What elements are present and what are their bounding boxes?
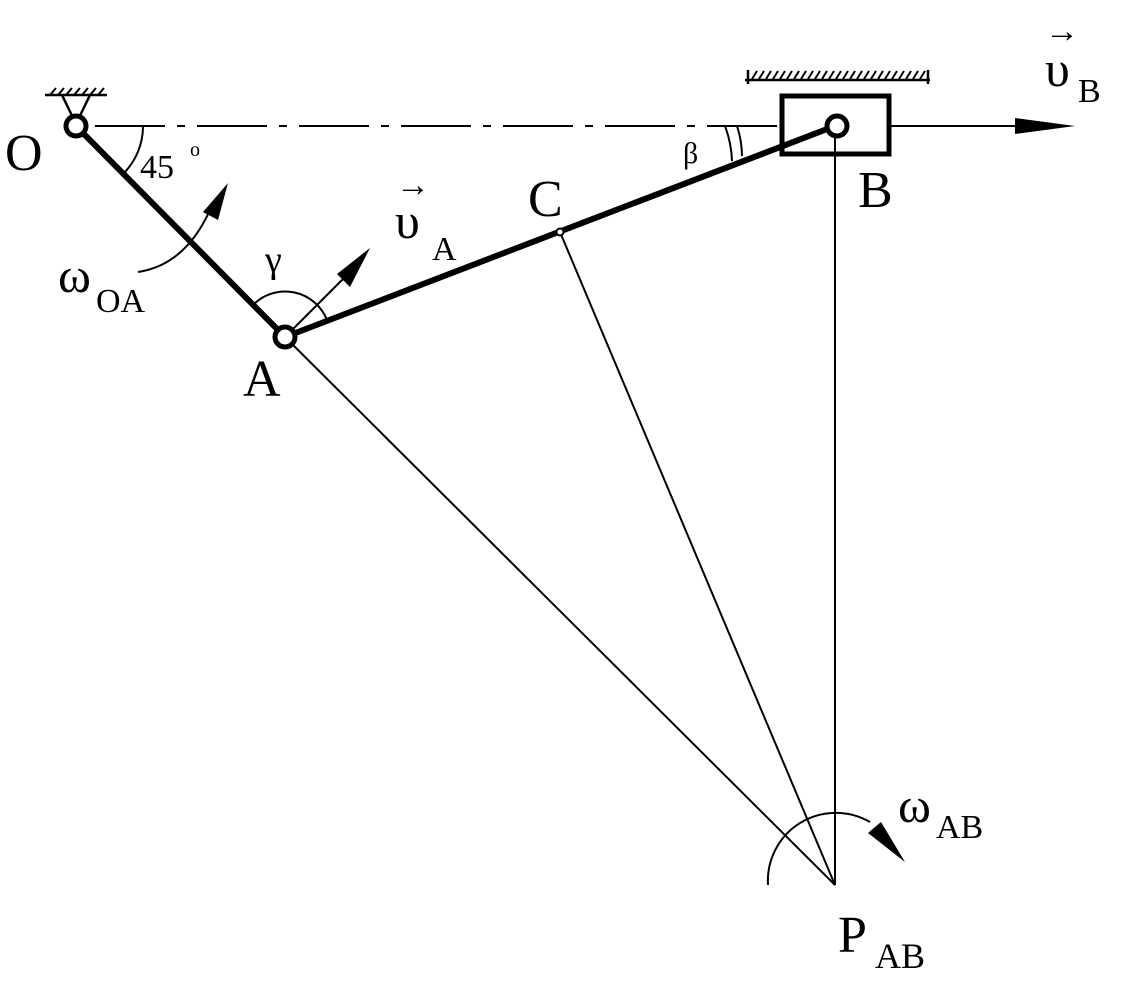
label-C: C (528, 171, 563, 228)
rail-hatch-line (842, 70, 849, 80)
angle-arc-beta-2 (736, 125, 743, 157)
rail-hatch-line (912, 70, 919, 80)
label-omega-oa-sub: OA (96, 283, 146, 320)
label-vB-arrow: → (1045, 13, 1079, 50)
angle-arc-gamma (252, 290, 328, 321)
vB-arrowhead (1015, 118, 1075, 134)
label-A: A (243, 351, 281, 408)
rail-hatch-line (814, 70, 821, 80)
joint-B (824, 113, 850, 139)
label-omega-oa-symbol: ω (58, 247, 91, 303)
joint-A (272, 324, 298, 350)
omega-oa-arrowhead (203, 183, 228, 220)
label-P: P (838, 907, 867, 964)
label-O: O (5, 125, 43, 182)
vA-arrow-shaft (284, 276, 346, 338)
angle-arc-45 (122, 125, 145, 175)
rail-hatch-line (849, 70, 856, 80)
label-omega-ab-sub: AB (936, 809, 983, 846)
rail-hatch-line (793, 70, 800, 80)
label-P-sub: AB (875, 936, 925, 976)
label-vA-symbol: υ (395, 193, 420, 249)
label-beta: β (683, 137, 698, 170)
omega-oa-arc (137, 209, 211, 273)
rail-hatch-line (786, 70, 793, 80)
omega-ab-arrowhead (868, 822, 905, 862)
label-45: 45 (140, 149, 174, 186)
label-B: B (858, 162, 893, 219)
rail-hatch-line (870, 70, 877, 80)
rail-hatch-line (891, 70, 898, 80)
label-omega-ab-symbol: ω (898, 777, 931, 833)
rail-hatch-line (758, 70, 765, 80)
point-C-marker (555, 227, 565, 237)
link-OA (73, 123, 288, 340)
angle-arc-beta-1 (724, 125, 733, 162)
rail-hatch-line (821, 70, 828, 80)
rail-hatch-line (765, 70, 772, 80)
rail-hatch-line (828, 70, 835, 80)
rail-hatch-line (835, 70, 842, 80)
rail-hatch-line (772, 70, 779, 80)
label-vB-sub: B (1078, 73, 1101, 110)
rail-hatch-line (898, 70, 905, 80)
guide-rail-B (745, 70, 930, 84)
rail-hatch-line (919, 70, 926, 80)
line-C-to-P (559, 231, 836, 886)
label-45-degree: o (190, 139, 200, 161)
vA-arrowhead (337, 248, 370, 287)
label-gamma: γ (264, 239, 282, 281)
rail-hatch-line (800, 70, 807, 80)
rail-hatch-line (863, 70, 870, 80)
rail-hatch-line (877, 70, 884, 80)
rail-hatch-line (884, 70, 891, 80)
label-vA-sub: A (432, 231, 457, 268)
line-A-to-P (284, 336, 836, 886)
rail-hatch-line (905, 70, 912, 80)
label-vA-arrow: → (396, 167, 430, 204)
slider-block-B (779, 93, 892, 157)
rail-hatch-line (751, 70, 758, 80)
rail-hatch-line (807, 70, 814, 80)
label-vB-symbol: υ (1045, 41, 1070, 97)
rail-hatch-line (856, 70, 863, 80)
omega-ab-arc (766, 811, 871, 886)
rail-hatch-line (779, 70, 786, 80)
joint-O (63, 113, 89, 139)
